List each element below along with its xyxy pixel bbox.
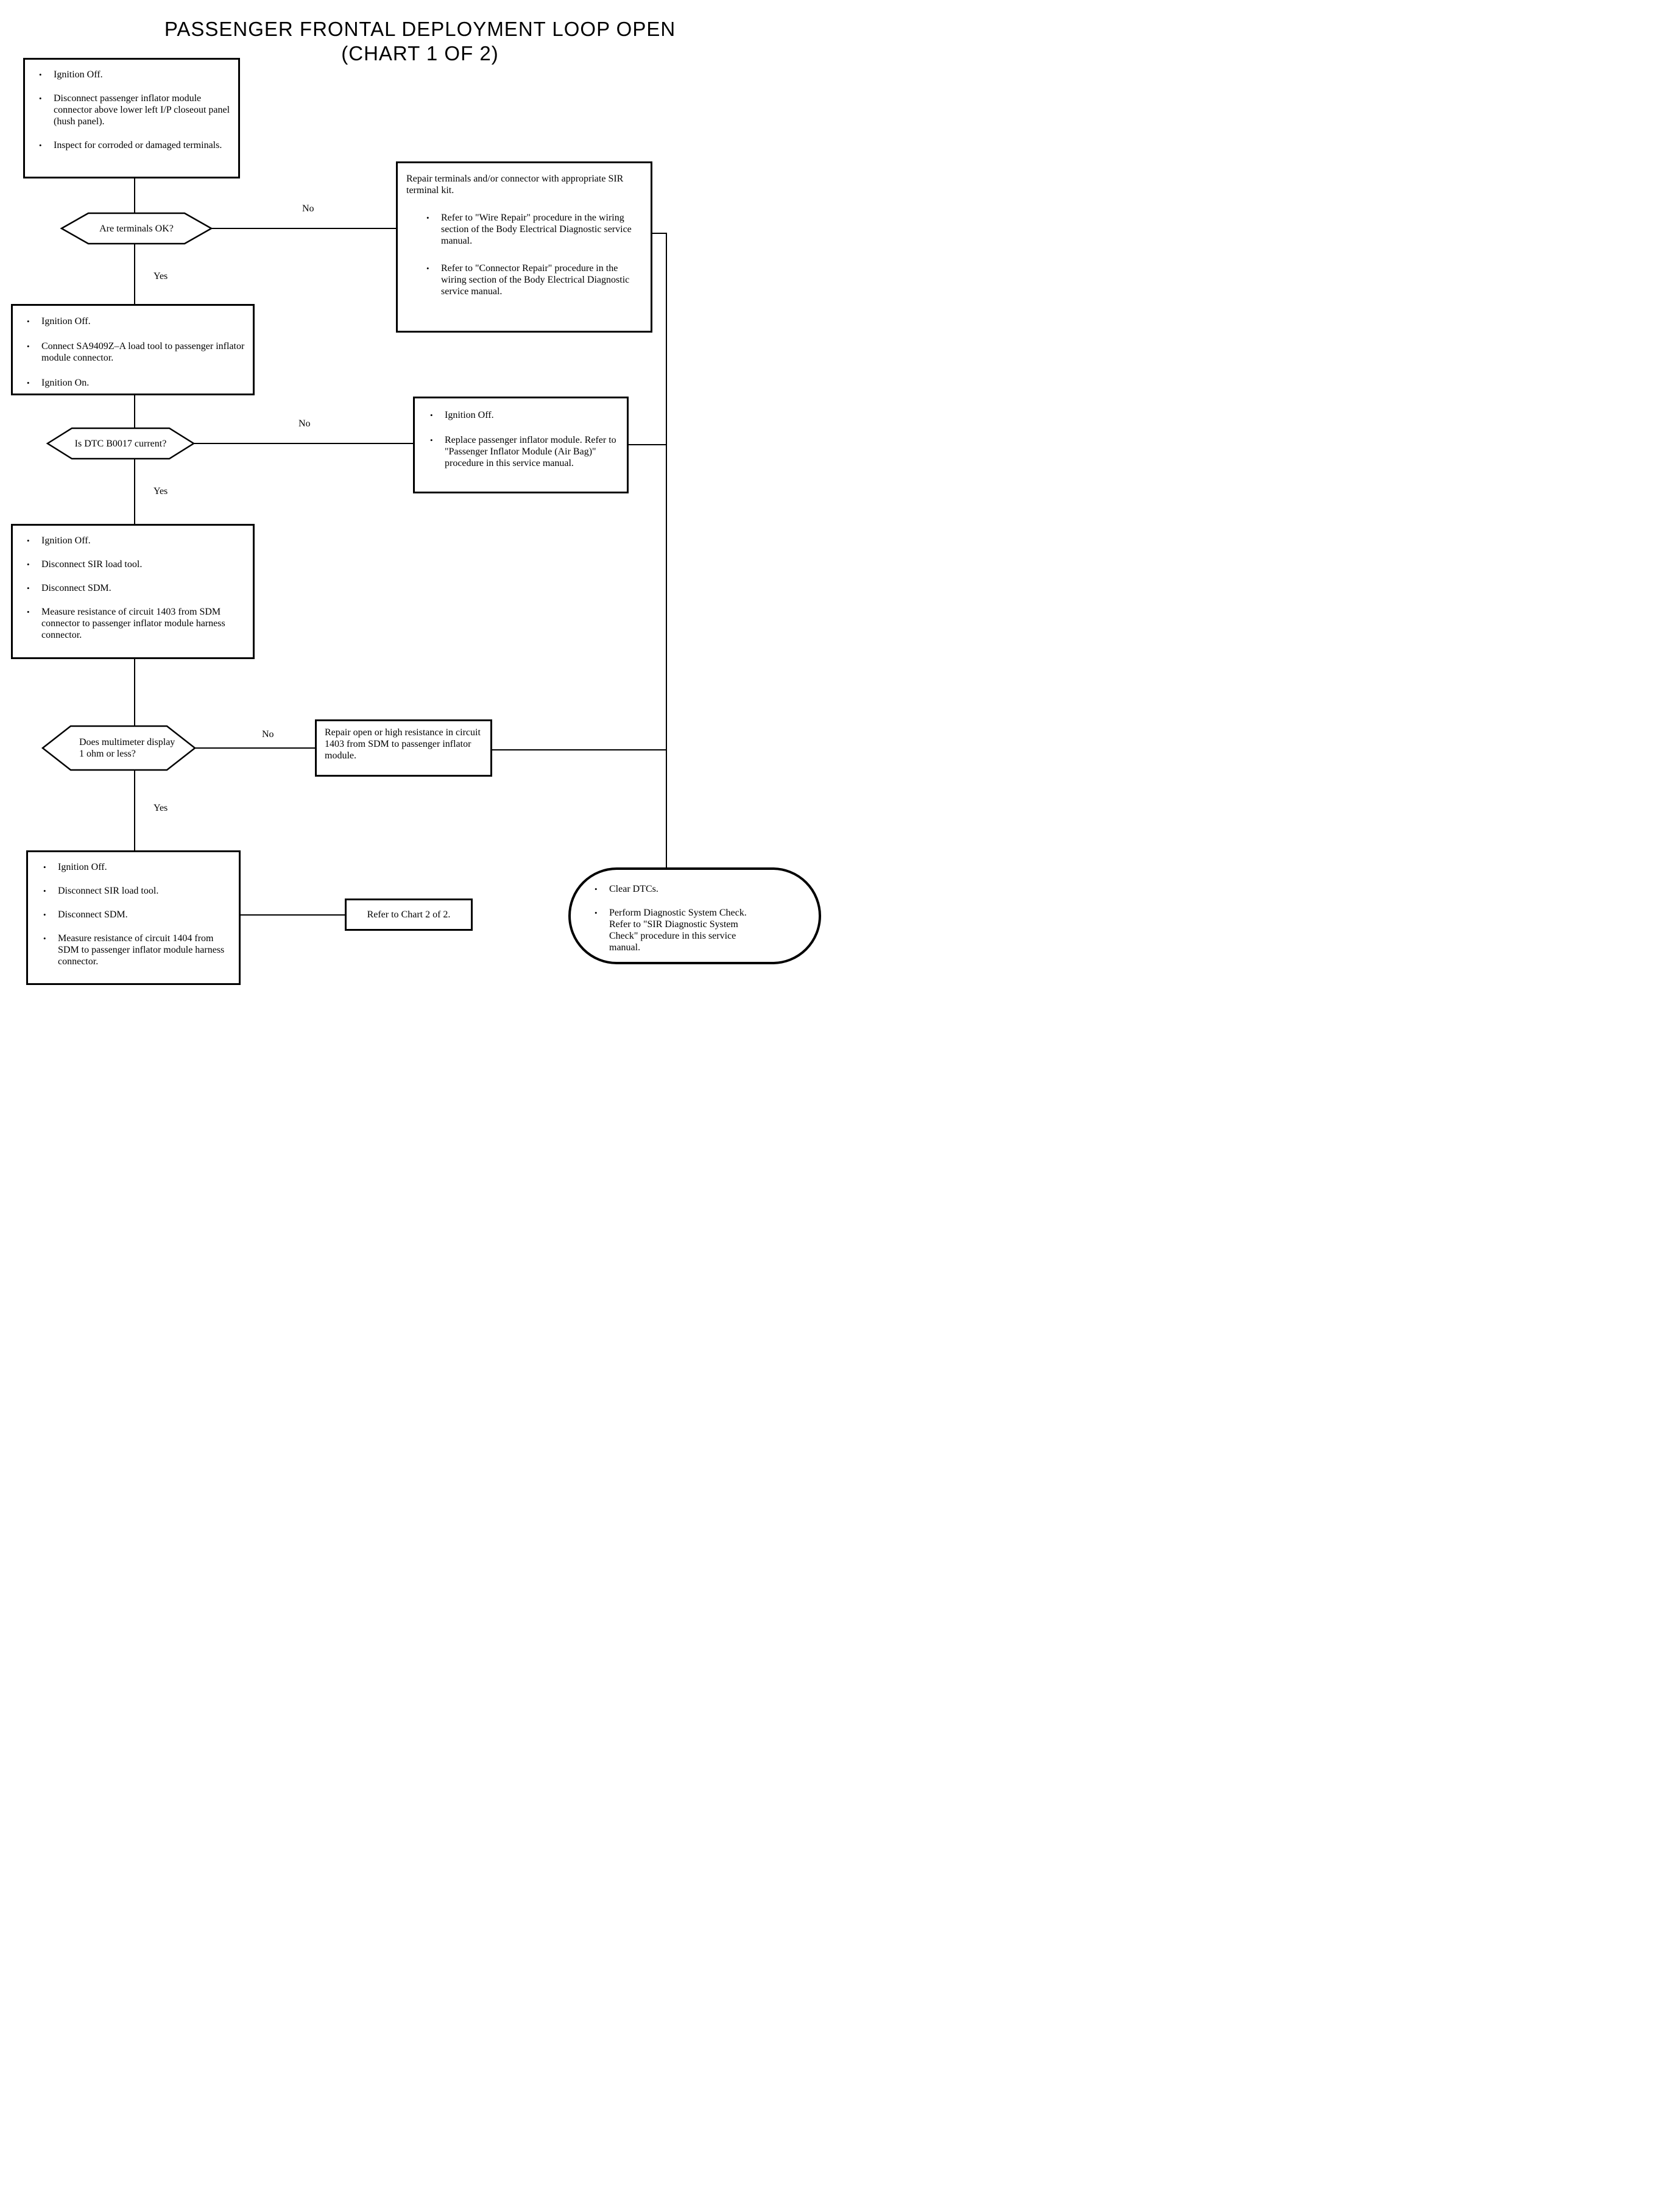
bullet-marker: •: [27, 560, 30, 570]
bullet-item: • Replace passenger inflator module. Ref…: [428, 434, 619, 469]
bullet-text: Disconnect SDM.: [41, 583, 111, 594]
bullet-marker: •: [43, 863, 46, 872]
bullet-text: Disconnect SDM.: [58, 909, 128, 920]
bullet-marker: •: [430, 411, 433, 420]
bullet-marker: •: [27, 607, 30, 617]
route-label-no: No: [262, 729, 274, 740]
bullet-marker: •: [595, 884, 598, 894]
action-box-repair-terminals: Repair terminals and/or connector with a…: [396, 161, 652, 333]
decision-label-multimeter-line2: 1 ohm or less?: [79, 749, 136, 759]
bullet-item: • Disconnect SIR load tool.: [41, 885, 233, 897]
bullet-item: • Connect SA9409Z–A load tool to passeng…: [25, 341, 247, 364]
decision-hexagon-terminals-ok: [60, 212, 213, 245]
bullet-item: • Measure resistance of circuit 1404 fro…: [41, 933, 233, 967]
decision-hexagon-dtc-current: [46, 427, 196, 460]
bullet-marker: •: [39, 70, 42, 79]
bullet-marker: •: [27, 378, 30, 388]
box-text: Refer to Chart 2 of 2.: [367, 909, 451, 920]
bullet-item: • Perform Diagnostic System Check. Refer…: [593, 907, 752, 953]
process-box-inspect-terminals: • Ignition Off. • Disconnect passenger i…: [23, 58, 240, 178]
process-box-connect-load-tool: • Ignition Off. • Connect SA9409Z–A load…: [11, 304, 255, 395]
page-title-line2: (CHART 1 OF 2): [341, 42, 499, 65]
page-title-line1: PASSENGER FRONTAL DEPLOYMENT LOOP OPEN: [164, 18, 676, 40]
terminator-box-clear-dtcs: • Clear DTCs. • Perform Diagnostic Syste…: [568, 867, 821, 964]
bullet-marker: •: [27, 584, 30, 593]
bullet-item: • Clear DTCs.: [593, 883, 752, 895]
bullet-item: • Ignition Off.: [25, 316, 247, 327]
bullet-marker: •: [27, 342, 30, 351]
process-box-measure-circuit-1404: • Ignition Off. • Disconnect SIR load to…: [26, 850, 241, 985]
route-label-no: No: [298, 418, 311, 429]
bullet-item: • Ignition Off.: [428, 409, 619, 421]
bullet-marker: •: [43, 910, 46, 920]
decision-hexagon-multimeter: [41, 725, 197, 771]
box-intro-text: Repair terminals and/or connector with a…: [406, 174, 624, 196]
flowchart-page: PASSENGER FRONTAL DEPLOYMENT LOOP OPEN (…: [0, 0, 840, 1105]
bullet-item: • Disconnect SDM.: [41, 909, 233, 920]
bullet-text: Ignition Off.: [58, 862, 107, 872]
bullet-text: Ignition On.: [41, 378, 90, 389]
action-box-replace-inflator-module: • Ignition Off. • Replace passenger infl…: [413, 397, 629, 493]
action-box-repair-circuit-1403: Repair open or high resistance in circui…: [315, 719, 492, 777]
bullet-text: Ignition Off.: [54, 69, 103, 80]
decision-label-dtc-current: Is DTC B0017 current?: [74, 439, 167, 449]
box-text: Repair open or high resistance in circui…: [325, 727, 481, 761]
action-box-refer-to-chart-2: Refer to Chart 2 of 2.: [345, 898, 473, 931]
bullet-text: Disconnect SIR load tool.: [41, 559, 143, 570]
bullet-item: • Ignition Off.: [25, 535, 247, 546]
bullet-item: • Inspect for corroded or damaged termin…: [37, 139, 231, 151]
route-label-yes: Yes: [154, 486, 168, 496]
bullet-item: • Ignition Off.: [41, 861, 233, 873]
bullet-marker: •: [43, 886, 46, 896]
bullet-text: Inspect for corroded or damaged terminal…: [54, 140, 222, 151]
decision-label-multimeter-line1: Does multimeter display: [79, 737, 175, 747]
decision-shapes: [41, 212, 213, 771]
bullet-item: • Disconnect SIR load tool.: [25, 559, 247, 570]
bullet-text: Replace passenger inflator module. Refer…: [445, 435, 616, 469]
bullet-marker: •: [27, 317, 30, 326]
bullet-text: Disconnect SIR load tool.: [58, 886, 159, 897]
bullet-marker: •: [27, 536, 30, 545]
bullet-marker: •: [39, 141, 42, 150]
bullet-text: Ignition Off.: [445, 410, 494, 420]
route-label-yes: Yes: [154, 803, 168, 813]
route-label-yes: Yes: [154, 271, 168, 281]
bullet-item: • Disconnect passenger inflator module c…: [37, 93, 231, 127]
bullet-text: Measure resistance of circuit 1404 from …: [58, 933, 225, 967]
bullet-item: • Measure resistance of circuit 1403 fro…: [25, 606, 247, 641]
bullet-text: Connect SA9409Z–A load tool to passenger…: [41, 341, 245, 364]
bullet-text: Clear DTCs.: [609, 884, 658, 894]
flowchart-connectors: [41, 178, 667, 916]
bullet-text: Disconnect passenger inflator module con…: [54, 93, 230, 127]
bullet-item: • Ignition Off.: [37, 69, 231, 80]
bullet-item: • Refer to "Connector Repair" procedure …: [425, 263, 642, 297]
bullet-text: Refer to "Connector Repair" procedure in…: [441, 263, 630, 297]
page-title: PASSENGER FRONTAL DEPLOYMENT LOOP OPEN (…: [0, 17, 840, 66]
decision-label-terminals-ok: Are terminals OK?: [99, 224, 174, 234]
bullet-marker: •: [39, 94, 42, 104]
bullet-text: Measure resistance of circuit 1403 from …: [41, 607, 225, 641]
bullet-text: Ignition Off.: [41, 535, 91, 546]
bullet-item: • Refer to "Wire Repair" procedure in th…: [425, 212, 642, 247]
bullet-text: Perform Diagnostic System Check. Refer t…: [609, 908, 747, 953]
connector-lines: [134, 178, 667, 916]
bullet-item: • Ignition On.: [25, 377, 247, 389]
bullet-text: Ignition Off.: [41, 316, 91, 327]
bullet-marker: •: [430, 436, 433, 445]
decision-label-multimeter: Does multimeter display 1 ohm or less?: [79, 736, 195, 760]
bullet-item: • Disconnect SDM.: [25, 582, 247, 594]
process-box-measure-circuit-1403: • Ignition Off. • Disconnect SIR load to…: [11, 524, 255, 659]
bullet-marker: •: [426, 213, 429, 223]
bullet-marker: •: [595, 908, 598, 918]
bullet-marker: •: [426, 264, 429, 274]
bullet-marker: •: [43, 934, 46, 944]
bullet-text: Refer to "Wire Repair" procedure in the …: [441, 213, 632, 247]
route-label-no: No: [302, 203, 314, 214]
